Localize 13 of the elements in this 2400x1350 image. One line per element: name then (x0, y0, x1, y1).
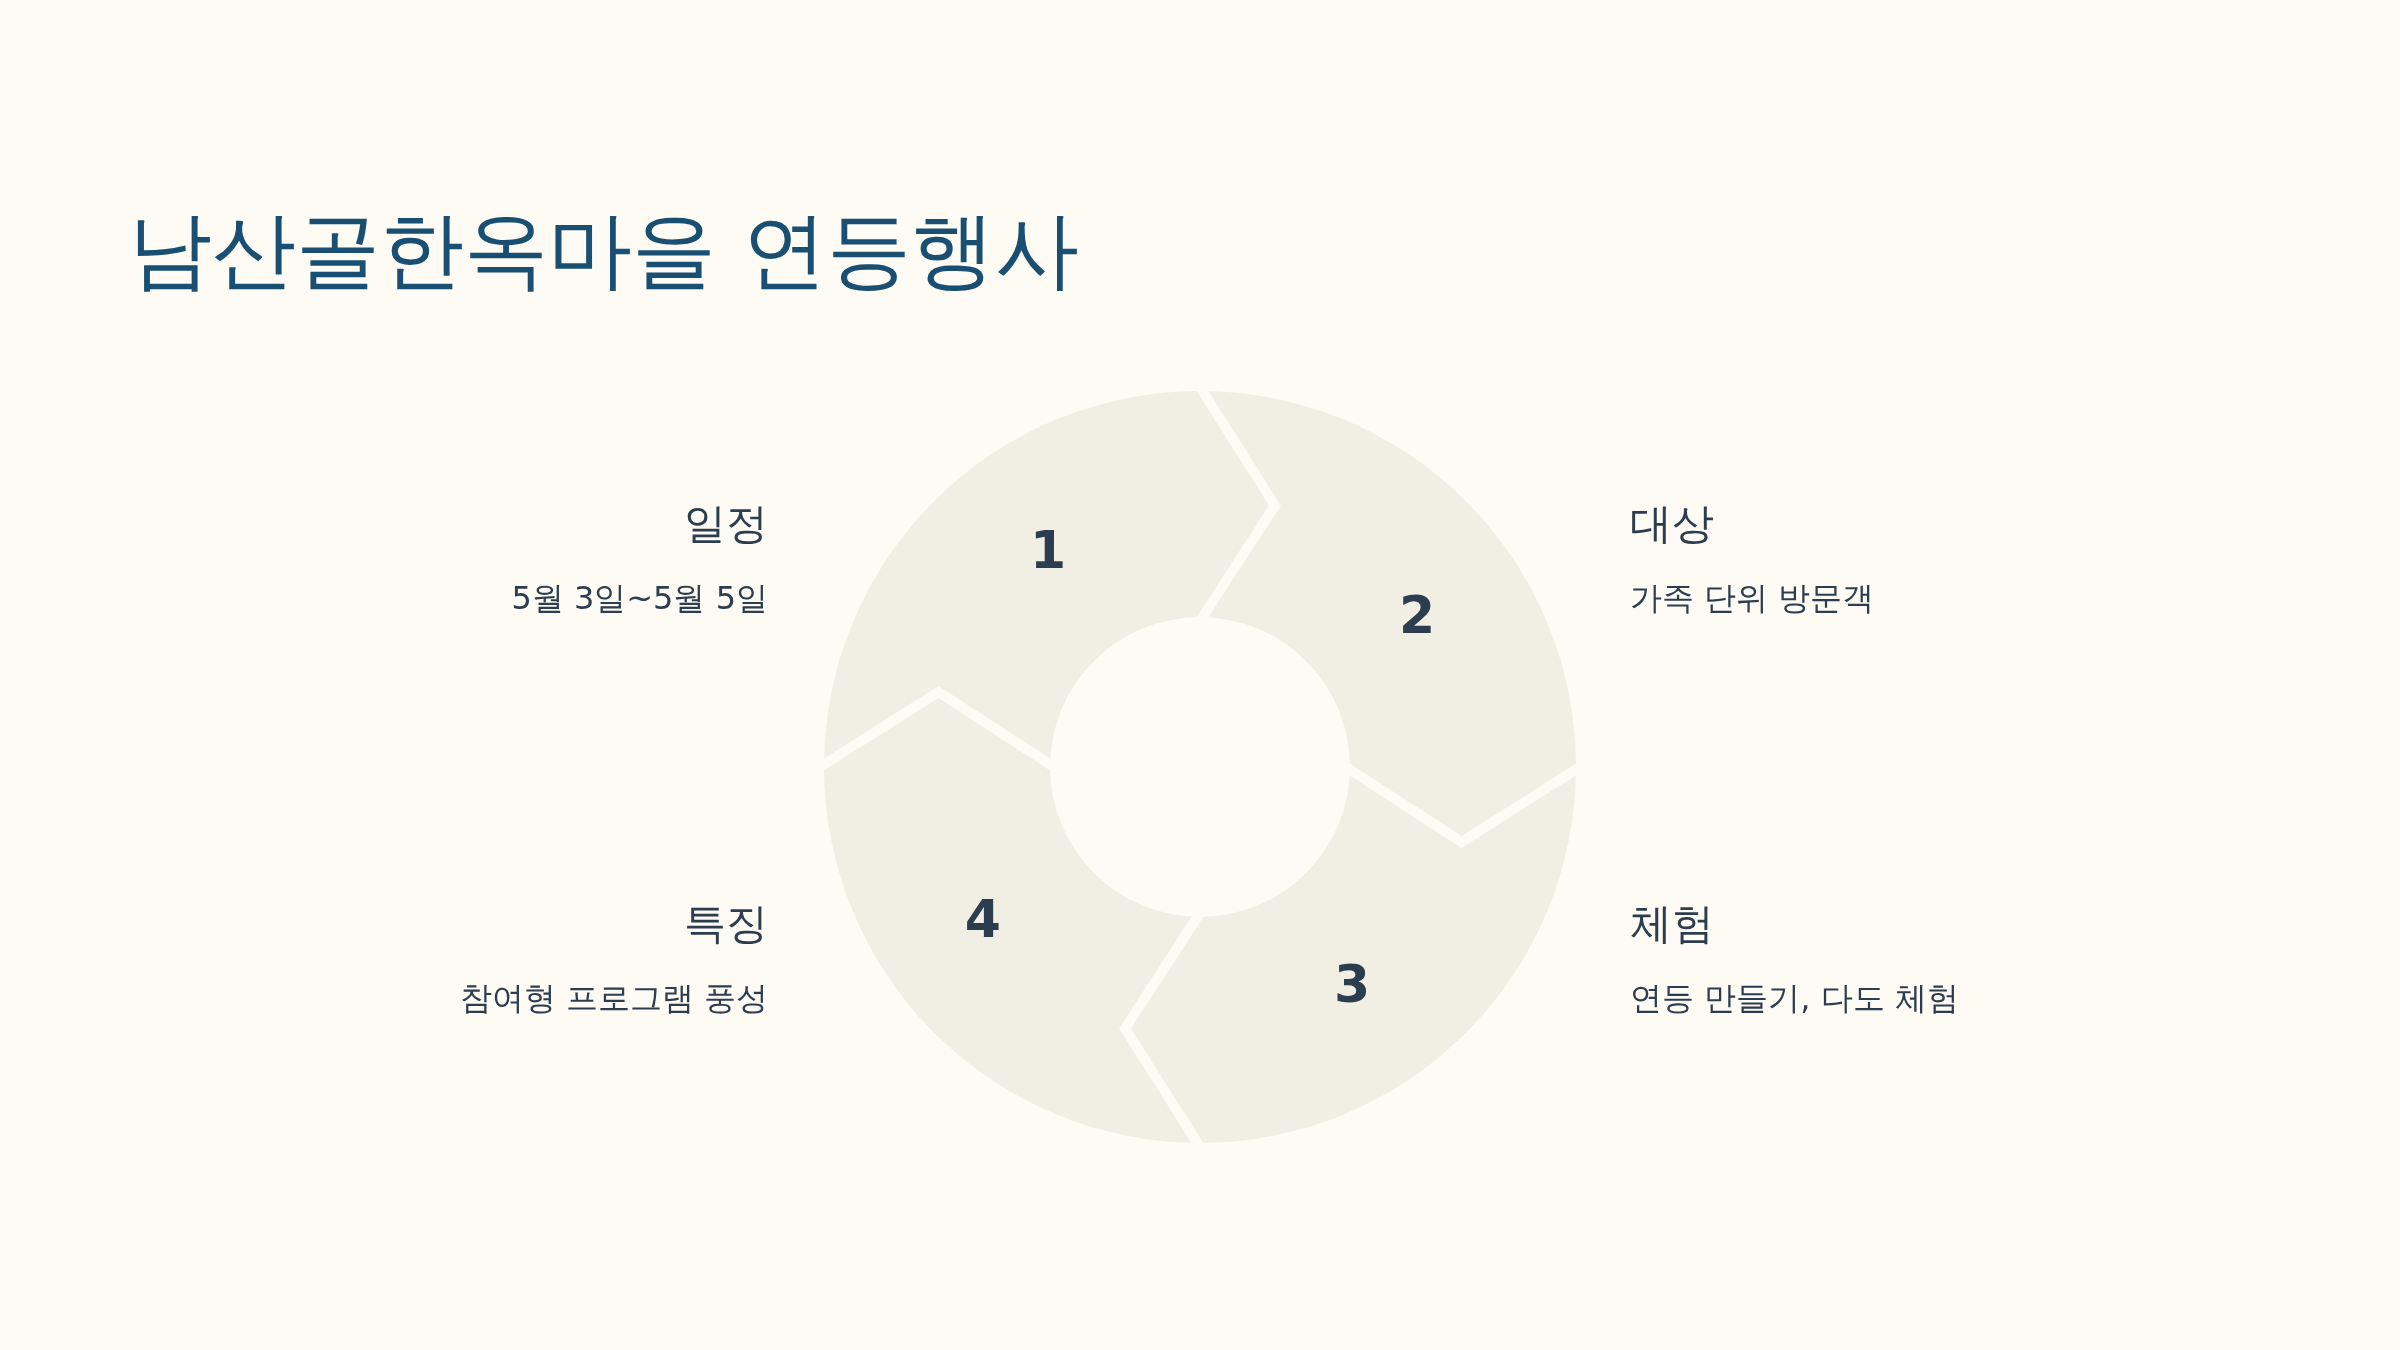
step-number: 1 (1029, 523, 1067, 576)
title: 남산골한옥마을 연등행사 (128, 200, 1079, 301)
step-number: 4 (964, 893, 1001, 945)
step-number: 3 (1333, 958, 1371, 1011)
step-description: 5월 3일~5월 5일 (510, 577, 768, 619)
step-heading: 일정 (683, 498, 768, 550)
step-description: 가족 단위 방문객 (1630, 577, 1876, 619)
step-description: 참여형 프로그램 풍성 (458, 977, 768, 1019)
step-heading: 대상 (1630, 498, 1715, 550)
step-heading: 특징 (683, 898, 768, 950)
step-number: 2 (1398, 589, 1436, 641)
step-heading: 체험 (1630, 898, 1715, 950)
step-description: 연등 만들기, 다도 체험 (1630, 977, 1960, 1019)
